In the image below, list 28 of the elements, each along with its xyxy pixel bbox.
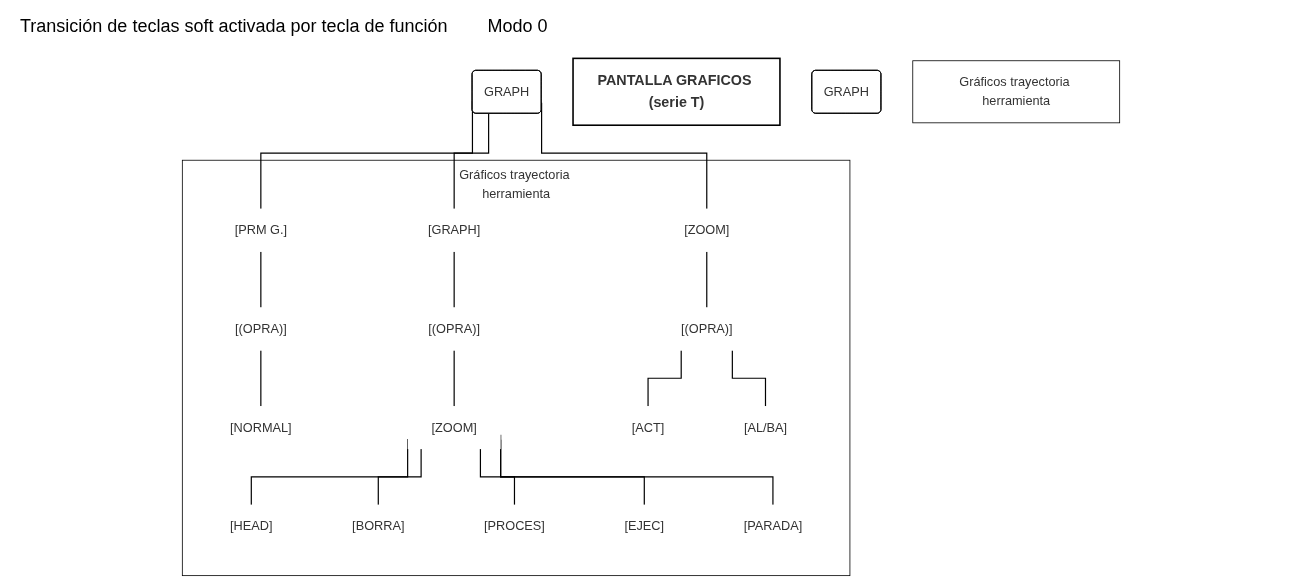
node-text: [ACT] [631, 420, 665, 434]
connector [260, 251, 262, 309]
connector [453, 349, 455, 407]
connector [706, 251, 708, 309]
connector [453, 251, 455, 309]
node-text: [AL/BA] [743, 420, 788, 434]
connector [260, 349, 262, 407]
node-text: [NORMAL] [230, 420, 292, 434]
connector [647, 349, 682, 407]
node-text: [PRM G.] [234, 223, 288, 237]
note-text: Modo 0 [487, 15, 548, 37]
node-text: [PARADA] [743, 519, 803, 533]
node-box: Gráficos trayectoria herramienta [912, 60, 1121, 124]
node-text: [PROCES] [484, 519, 545, 533]
node-text: [ZOOM] [684, 223, 730, 237]
connector [453, 113, 490, 210]
node-text: [(OPRA)] [235, 321, 287, 336]
note-text: Transición de teclas soft activada por tecla de función [20, 15, 448, 37]
node-text: [BORRA] [352, 519, 405, 533]
connector [479, 448, 516, 506]
node-text: [GRAPH] [427, 223, 481, 237]
node-text: [EJEC] [624, 519, 665, 533]
node-text: [HEAD] [230, 519, 273, 533]
node-text: [(OPRA)] [680, 321, 733, 336]
node-box: PANTALLA GRAFICOS (serie T) [572, 57, 781, 126]
connector [731, 349, 767, 407]
node-text: [(OPRA)] [428, 321, 480, 336]
connector [377, 448, 422, 506]
